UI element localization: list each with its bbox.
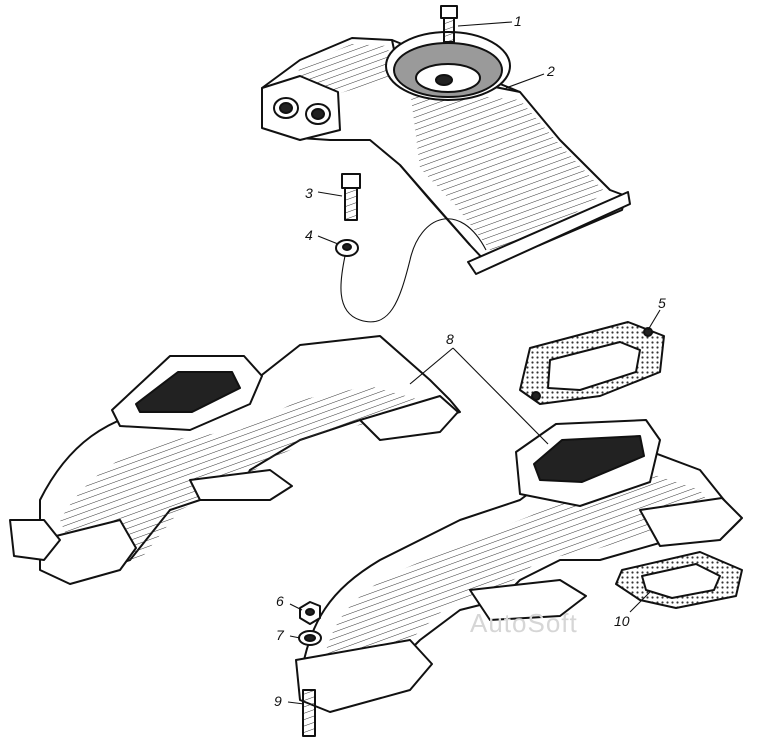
lock-wire	[340, 218, 487, 323]
leader-lines	[287, 21, 661, 705]
callout-1: 1	[514, 13, 522, 29]
spring-washer-7	[298, 630, 322, 646]
stud-9	[302, 689, 316, 737]
callout-5: 5	[658, 295, 666, 311]
callout-3: 3	[305, 185, 313, 201]
exhaust-manifold-left	[9, 335, 461, 585]
gasket-5	[519, 321, 665, 405]
exhaust-manifold-right	[295, 419, 743, 713]
callout-4: 4	[305, 227, 313, 243]
bolt-1	[440, 5, 458, 43]
callout-2: 2	[546, 63, 555, 79]
callout-7: 7	[276, 627, 285, 643]
callout-9: 9	[274, 693, 282, 709]
callout-8: 8	[446, 331, 454, 347]
callout-6: 6	[276, 593, 284, 609]
washer-4	[335, 239, 359, 257]
watermark-text: AutoSoft	[470, 608, 578, 638]
callout-10: 10	[614, 613, 630, 629]
gasket-10	[615, 551, 743, 609]
bolt-3	[341, 173, 361, 221]
nut-6	[299, 601, 321, 625]
intake-elbow-pipe	[261, 31, 631, 275]
